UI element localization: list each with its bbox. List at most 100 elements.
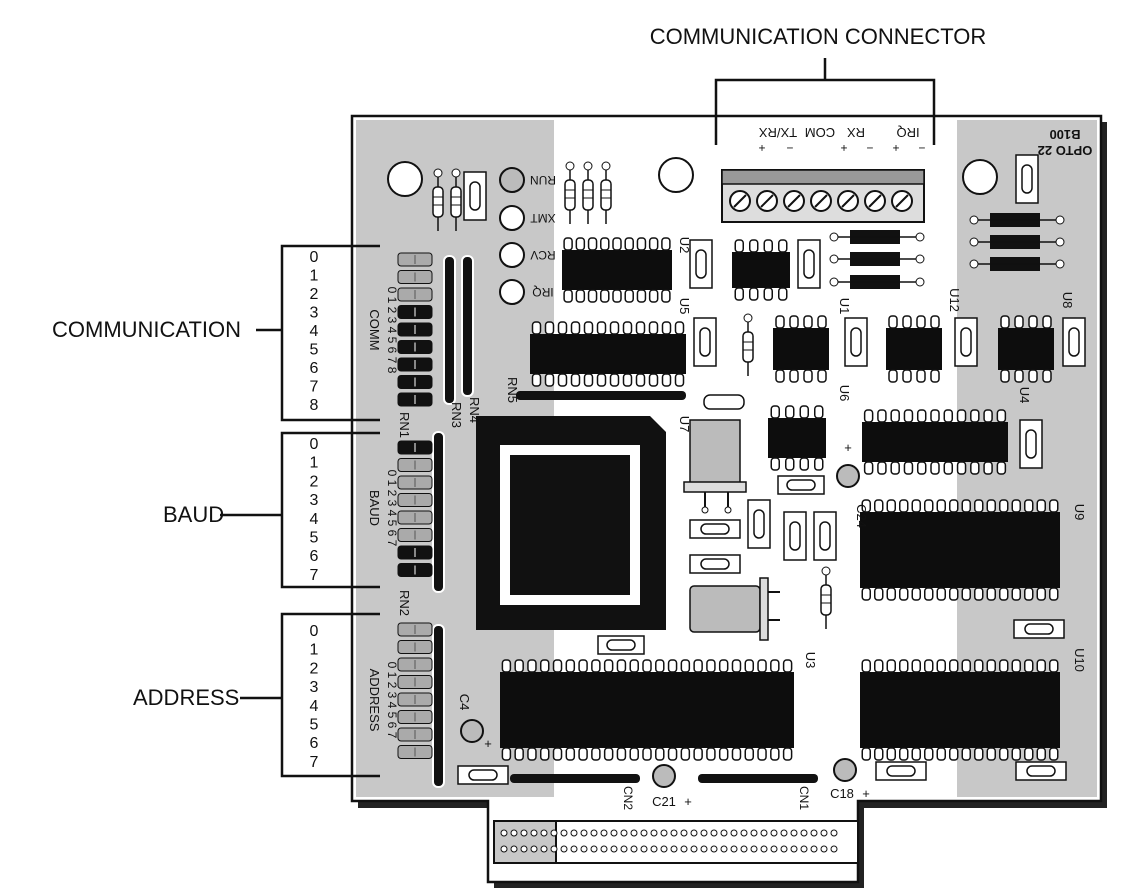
cap-pad-body bbox=[699, 327, 711, 357]
ic-pin bbox=[814, 457, 824, 471]
ic-pin bbox=[609, 321, 620, 335]
resistor-pad bbox=[433, 168, 443, 178]
connector-pin bbox=[670, 845, 678, 853]
ic-pin bbox=[578, 747, 588, 761]
connector-pin bbox=[730, 845, 738, 853]
ic-pin bbox=[603, 747, 614, 761]
label-u7: U7 bbox=[677, 416, 692, 433]
label-u3: U3 bbox=[803, 652, 818, 669]
cap-pad-body bbox=[819, 521, 831, 551]
mounting-hole bbox=[658, 157, 694, 193]
terminal-label-irq: IRQ bbox=[896, 125, 919, 140]
bank-numbers-comm: 0 1 2 3 4 5 6 7 8 bbox=[385, 287, 399, 374]
connector-pin bbox=[760, 829, 768, 837]
electrolytic-capacitor bbox=[833, 758, 857, 782]
ic-pin bbox=[591, 659, 601, 673]
label-c24: C24 bbox=[854, 504, 869, 528]
screw-slot bbox=[733, 194, 747, 208]
ic-chips bbox=[500, 237, 1060, 761]
ic-pin bbox=[591, 747, 601, 761]
ic-pin bbox=[1028, 369, 1038, 383]
scale-number-baud: 1 bbox=[310, 455, 319, 472]
ic-pin bbox=[1049, 587, 1059, 601]
scale-number-address: 1 bbox=[310, 642, 319, 659]
cap-pad-body bbox=[886, 765, 916, 777]
ic-pin bbox=[874, 587, 884, 601]
bank-numbers-address: 0 1 2 3 4 5 6 7 bbox=[385, 662, 399, 739]
label-rn4: RN4 bbox=[467, 397, 482, 423]
ic-pin bbox=[693, 747, 703, 761]
ic-pin bbox=[803, 369, 813, 383]
ic-pin bbox=[648, 237, 659, 251]
ic-u10 bbox=[860, 672, 1060, 748]
ic-pin bbox=[674, 321, 685, 335]
ic-pin bbox=[1049, 659, 1059, 673]
ic-pin bbox=[731, 747, 742, 761]
ic-pin bbox=[949, 747, 959, 761]
connector-pin bbox=[780, 845, 788, 853]
ic-pin bbox=[861, 499, 871, 513]
terminal-label-txrx: TX/RX bbox=[759, 125, 798, 140]
label-u9: U9 bbox=[1072, 504, 1087, 521]
ic-pin bbox=[706, 747, 716, 761]
connector-pin bbox=[590, 845, 598, 853]
connector-pin bbox=[630, 845, 638, 853]
ic-u5 bbox=[530, 334, 686, 374]
ic-pin bbox=[600, 289, 610, 303]
ic-pin bbox=[1024, 747, 1034, 761]
ic-pin bbox=[693, 659, 703, 673]
ic-pin bbox=[648, 373, 659, 387]
ic-pin bbox=[886, 499, 896, 513]
connector-pin bbox=[770, 829, 778, 837]
ic-u1 bbox=[773, 328, 829, 370]
ic-pin bbox=[903, 461, 914, 475]
ic-pin bbox=[924, 587, 934, 601]
resistor-pad bbox=[743, 313, 753, 323]
terminal-label-com: COM bbox=[805, 125, 835, 140]
scale-number-comm: 3 bbox=[310, 305, 319, 322]
cap-pad-body bbox=[468, 769, 498, 781]
polarity-mark: − bbox=[866, 141, 873, 155]
ic-pin bbox=[943, 461, 954, 475]
ic-pin bbox=[539, 659, 550, 673]
label-rn5: RN5 bbox=[505, 377, 520, 403]
scale-number-address: 2 bbox=[310, 660, 319, 677]
plus-sign: + bbox=[862, 786, 870, 801]
scale-number-comm: 5 bbox=[310, 342, 319, 359]
ic-pin bbox=[1024, 587, 1034, 601]
connector-pin bbox=[580, 845, 588, 853]
connector-pin bbox=[790, 829, 798, 837]
ic-pin bbox=[814, 405, 824, 419]
label-u6: U6 bbox=[837, 385, 852, 402]
ic-pin bbox=[1036, 659, 1046, 673]
ic-pin bbox=[770, 659, 780, 673]
ic-pin bbox=[877, 461, 887, 475]
ic-pin bbox=[936, 747, 946, 761]
label-u5: U5 bbox=[677, 298, 692, 315]
scale-number-baud: 7 bbox=[310, 567, 319, 584]
ic-pin bbox=[544, 373, 555, 387]
plus-sign: + bbox=[484, 736, 492, 751]
ic-pin bbox=[596, 321, 607, 335]
ic-pin bbox=[888, 369, 898, 383]
ic-pin bbox=[916, 409, 927, 423]
ic-pin bbox=[661, 289, 671, 303]
electrolytic-capacitor bbox=[460, 719, 484, 743]
ic-pin bbox=[890, 409, 900, 423]
connector-pin bbox=[680, 829, 688, 837]
label-c4: C4 bbox=[457, 694, 472, 711]
ic-pin bbox=[757, 659, 767, 673]
connector-pin bbox=[610, 829, 618, 837]
led-run bbox=[499, 167, 525, 193]
connector-pin bbox=[720, 845, 728, 853]
resistor-pad bbox=[601, 161, 611, 171]
ic-pin bbox=[563, 237, 573, 251]
ic-pin bbox=[970, 409, 980, 423]
cap-pad-body bbox=[469, 181, 481, 211]
polarity-mark: + bbox=[758, 141, 765, 155]
connector-pin bbox=[740, 829, 748, 837]
ic-pin bbox=[999, 747, 1009, 761]
ic-pin bbox=[916, 461, 927, 475]
resistor-pad bbox=[583, 161, 593, 171]
ic-pin bbox=[799, 405, 809, 419]
